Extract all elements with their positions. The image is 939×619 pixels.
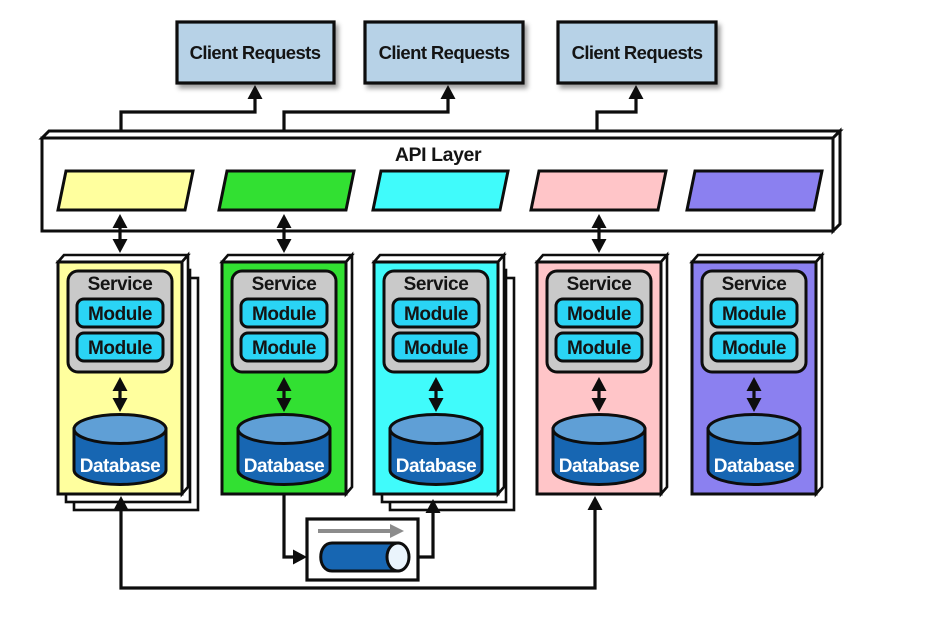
database-label: Database bbox=[714, 456, 795, 477]
module-label: Module bbox=[567, 338, 631, 359]
module-box bbox=[239, 297, 329, 329]
service-label: Service bbox=[404, 274, 469, 295]
service-label: Service bbox=[88, 274, 153, 295]
api-service-arrow-pink bbox=[591, 214, 607, 253]
module-box bbox=[391, 297, 481, 329]
service-label: Service bbox=[567, 274, 632, 295]
api-endpoint-green bbox=[217, 169, 356, 212]
module-box bbox=[239, 331, 329, 363]
module-box bbox=[75, 297, 165, 329]
database-label: Database bbox=[559, 456, 640, 477]
database-label: Database bbox=[244, 456, 325, 477]
module-label: Module bbox=[722, 338, 786, 359]
module-label: Module bbox=[404, 338, 468, 359]
module-label: Module bbox=[252, 338, 316, 359]
service-db-arrow bbox=[591, 377, 607, 412]
client-requests-box-1: Client Requests bbox=[175, 20, 336, 85]
client-requests-label: Client Requests bbox=[572, 42, 703, 63]
queue-to-cyan-arrow bbox=[418, 499, 441, 559]
service-label: Service bbox=[252, 274, 317, 295]
database-label: Database bbox=[396, 456, 477, 477]
database-cylinder-icon: Database bbox=[551, 413, 647, 486]
client-box-shape bbox=[175, 20, 336, 85]
module-box bbox=[709, 331, 799, 363]
service-stack-purple: Service Module Module Database bbox=[689, 251, 825, 498]
api-service-arrow-green bbox=[276, 214, 292, 253]
module-box bbox=[554, 297, 644, 329]
module-label: Module bbox=[252, 304, 316, 325]
api-endpoint-yellow bbox=[56, 169, 195, 212]
service-db-arrow bbox=[428, 377, 444, 412]
service-db-arrow bbox=[112, 377, 128, 412]
api-endpoint-pink bbox=[529, 169, 668, 212]
api-layer-label: API Layer bbox=[395, 144, 482, 166]
service-stack-pink: Service Module Module Database bbox=[534, 251, 670, 498]
service-stack-green: Service Module Module Database bbox=[219, 251, 355, 498]
module-box bbox=[554, 331, 644, 363]
database-label: Database bbox=[80, 456, 161, 477]
client-requests-label: Client Requests bbox=[190, 42, 321, 63]
module-label: Module bbox=[88, 304, 152, 325]
queue-cylinder-cap bbox=[385, 541, 411, 573]
client-requests-box-2: Client Requests bbox=[363, 20, 525, 85]
database-cylinder-icon: Database bbox=[706, 413, 802, 486]
module-box bbox=[709, 297, 799, 329]
module-label: Module bbox=[404, 304, 468, 325]
queue-direction-arrow-icon bbox=[318, 524, 404, 538]
client-box-shape bbox=[556, 20, 718, 85]
api-layer-slab: API Layer bbox=[38, 127, 844, 235]
module-box bbox=[75, 331, 165, 363]
yellow-pink-link-arrow bbox=[113, 496, 603, 590]
api-service-arrow-yellow bbox=[112, 214, 128, 253]
client-requests-box-3: Client Requests bbox=[556, 20, 718, 85]
api-endpoint-cyan bbox=[371, 169, 510, 212]
service-db-arrow bbox=[746, 377, 762, 412]
queue-cylinder-icon bbox=[319, 541, 411, 573]
service-db-arrow bbox=[276, 377, 292, 412]
service-stack-cyan: Service Module Module Database bbox=[371, 251, 516, 512]
api-endpoint-purple bbox=[685, 169, 824, 212]
green-to-queue-arrow bbox=[282, 494, 307, 565]
database-cylinder-icon: Database bbox=[72, 413, 168, 486]
service-label: Service bbox=[722, 274, 787, 295]
message-queue-box bbox=[305, 517, 420, 582]
module-label: Module bbox=[88, 338, 152, 359]
database-cylinder-icon: Database bbox=[236, 413, 332, 486]
module-label: Module bbox=[567, 304, 631, 325]
database-cylinder-icon: Database bbox=[388, 413, 484, 486]
service-stack-yellow: Service Module Module Database bbox=[55, 251, 200, 512]
module-label: Module bbox=[722, 304, 786, 325]
client-requests-label: Client Requests bbox=[379, 42, 510, 63]
module-box bbox=[391, 331, 481, 363]
client-box-shape bbox=[363, 20, 525, 85]
